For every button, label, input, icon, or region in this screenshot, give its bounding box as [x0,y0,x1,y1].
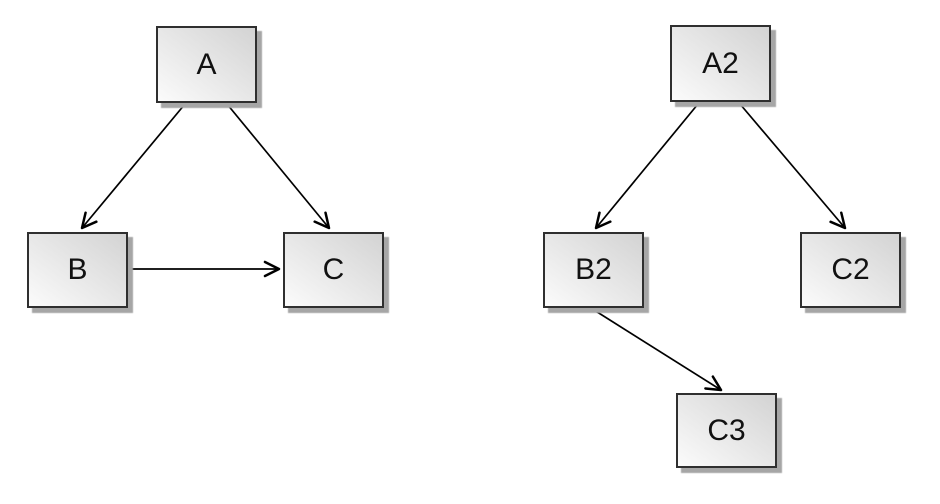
node-C2[interactable]: C2 [800,232,901,308]
edges-group [80,103,847,392]
node-C3[interactable]: C3 [676,393,777,468]
node-label-C3: C3 [707,413,746,447]
node-label-C2: C2 [831,253,870,286]
node-B2[interactable]: B2 [543,232,644,308]
node-A2[interactable]: A2 [670,25,771,102]
node-label-B2: B2 [575,253,612,286]
edge-A-C[interactable] [226,103,331,230]
edge-A-B[interactable] [80,103,186,230]
node-A[interactable]: A [156,26,257,103]
edge-A2-C2[interactable] [739,103,847,230]
node-C[interactable]: C [283,232,384,308]
node-label-B: B [67,253,88,286]
node-label-C: C [322,253,345,286]
node-label-A: A [196,47,217,81]
node-B[interactable]: B [27,232,128,308]
edge-A2-B2[interactable] [594,103,699,230]
edge-B2-C3[interactable] [593,309,723,392]
node-label-A2: A2 [702,46,739,80]
